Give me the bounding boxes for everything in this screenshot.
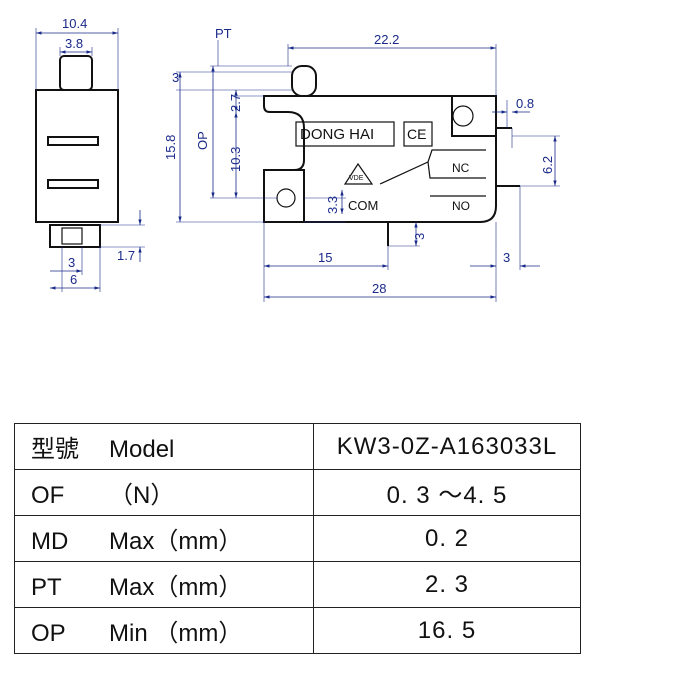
vde-mark: VDE — [349, 175, 364, 182]
spec-name: Max（mm） — [109, 574, 243, 601]
switch-lever — [379, 161, 486, 185]
spec-name: （N） — [109, 482, 175, 509]
vde-triangle — [343, 162, 374, 185]
spec-value: 2. 3 — [313, 561, 581, 608]
dim-plunger-width-label: 3.8 — [65, 36, 83, 51]
dim-body-height-label: 15.8 — [163, 135, 178, 160]
side-view-terminal-2 — [47, 179, 99, 189]
spec-key: PT Max（mm） — [14, 561, 314, 608]
dim-side-width-label: 10.4 — [62, 16, 87, 31]
spec-row: PT Max（mm） 2. 3 — [14, 561, 581, 608]
spec-row: OP Min （mm） 16. 5 — [14, 607, 581, 654]
dim-pt-value-label: 3 — [172, 70, 179, 85]
spec-value: 0. 3 ～4. 5 — [313, 469, 581, 516]
spec-abbr: PT — [31, 574, 62, 601]
spec-value: 16. 5 — [313, 607, 581, 654]
nc-label: NC — [452, 161, 470, 175]
spec-value: KW3-0Z-A163033L — [313, 423, 581, 470]
front-view — [263, 65, 520, 246]
dim-terminal-pos-label: 15 — [318, 250, 332, 265]
brand-label: DONG HAI — [300, 126, 374, 143]
dim-base-full-label: 6 — [70, 272, 77, 287]
dim-terminal-height-label: 6.2 — [540, 156, 555, 174]
dim-com-offset-label: 3.3 — [325, 196, 340, 214]
switch-nc-contact — [427, 149, 486, 163]
spec-name: Max（mm） — [109, 528, 243, 555]
dim-base-height-label: 1.7 — [117, 248, 135, 263]
front-view-com-boss — [263, 169, 305, 223]
dim-com-pin-label: 3 — [412, 233, 427, 240]
spec-key: 型號 Model — [14, 423, 314, 470]
spec-name: Min （mm） — [109, 620, 243, 647]
spec-row: MD Max（mm） 0. 2 — [14, 515, 581, 562]
dim-op-value-label: 10.3 — [228, 147, 243, 172]
dim-total-length-label: 28 — [372, 281, 386, 296]
front-view-plunger — [291, 65, 317, 97]
no-label: NO — [452, 199, 470, 213]
spec-key: MD Max（mm） — [14, 515, 314, 562]
dim-op-label: OP — [195, 131, 210, 150]
switch-dimension-drawing: 10.4 3.8 3 6 1.7 DONG HAI CE VDE COM NC … — [35, 16, 560, 302]
spec-abbr: OF — [31, 482, 65, 509]
side-view-body — [35, 89, 119, 223]
ce-mark: CE — [407, 126, 426, 142]
spec-abbr: MD — [31, 528, 69, 555]
ce-box — [403, 121, 433, 147]
brand-box — [295, 121, 395, 147]
spec-abbr: OP — [31, 620, 66, 647]
spec-name: Model — [109, 436, 175, 463]
dim-pt-label: PT — [215, 26, 232, 41]
side-view-base-slot — [61, 227, 83, 245]
front-view-mount-boss — [451, 95, 497, 137]
side-view-plunger — [59, 55, 93, 91]
spec-key: OF （N） — [14, 469, 314, 516]
side-view-terminal-1 — [47, 136, 99, 146]
spec-value: 0. 2 — [313, 515, 581, 562]
dim-right-offset-label: 3 — [503, 250, 510, 265]
com-label: COM — [348, 198, 378, 213]
spec-key: OP Min （mm） — [14, 607, 314, 654]
dim-plunger-offset-label: 2.7 — [228, 94, 243, 112]
spec-row: 型號 Model KW3-0Z-A163033L — [14, 423, 581, 470]
spec-row: OF （N） 0. 3 ～4. 5 — [14, 469, 581, 516]
dim-top-length-label: 22.2 — [374, 32, 399, 47]
mount-hole-right — [452, 105, 474, 127]
dim-hole-size-label: 0.8 — [516, 96, 534, 111]
spec-abbr: 型號 — [31, 436, 79, 463]
dim-base-width-label: 3 — [68, 255, 75, 270]
side-view — [35, 55, 119, 248]
